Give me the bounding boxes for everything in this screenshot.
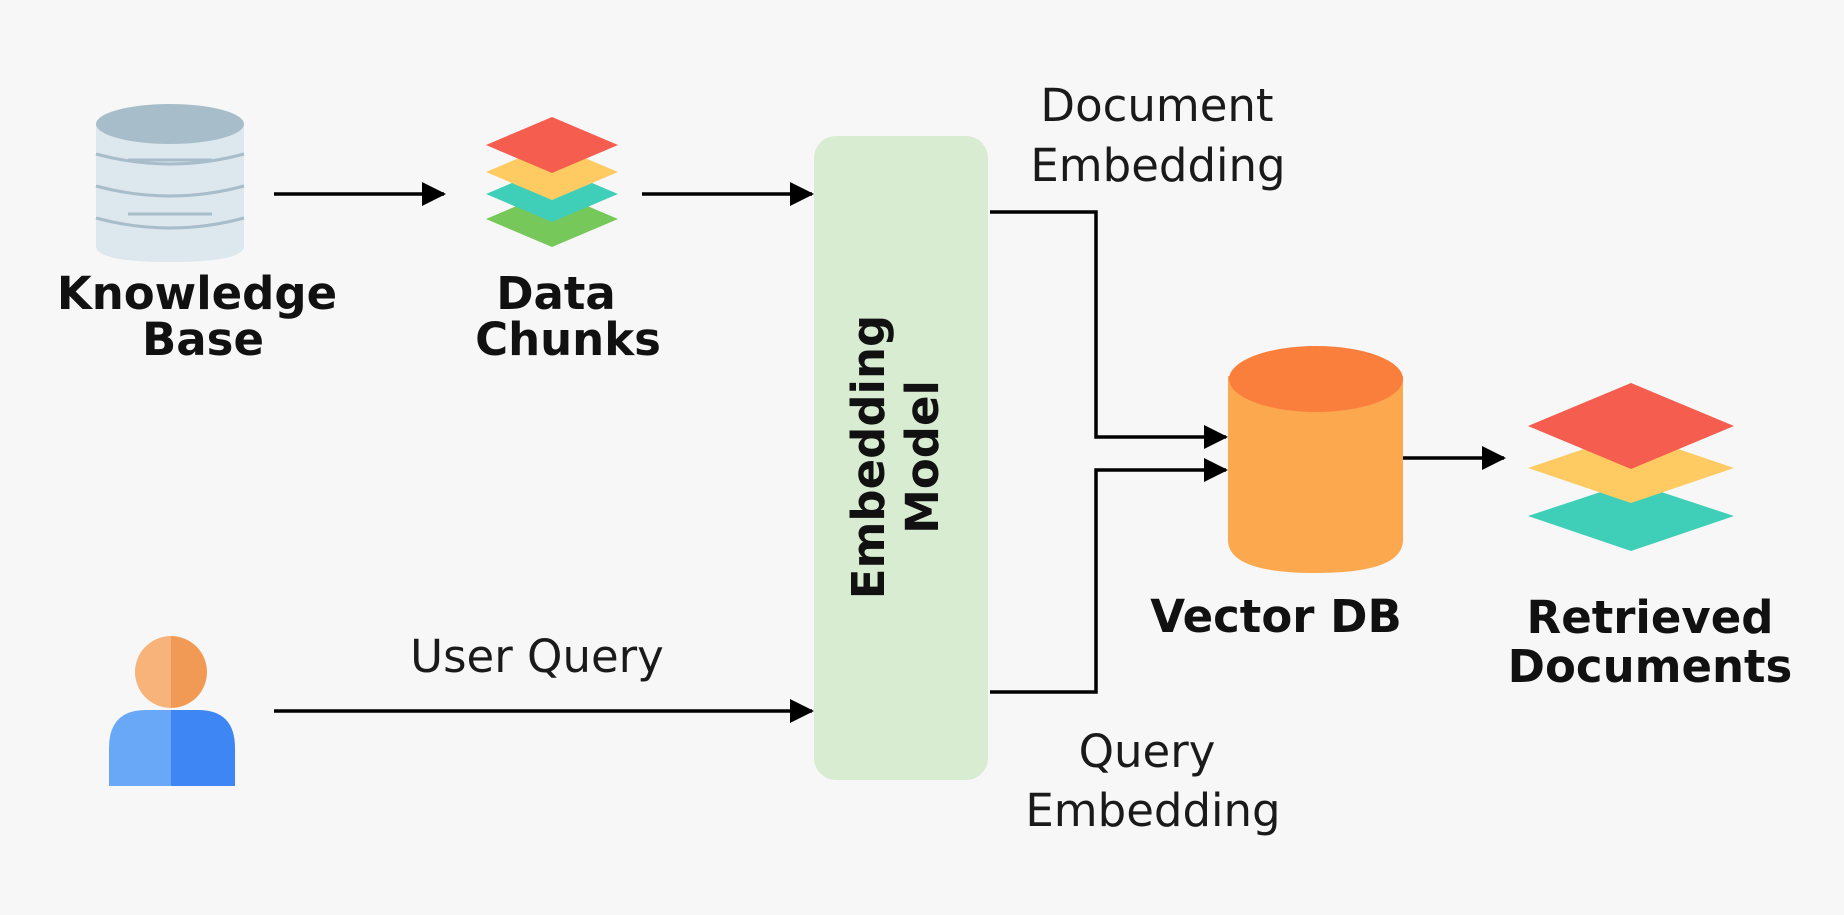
document-embedding-label-2: Embedding xyxy=(1030,139,1285,192)
user-icon xyxy=(109,636,235,786)
retrieved-documents-label: Retrieved xyxy=(1527,591,1774,644)
vector-db-label: Vector DB xyxy=(1150,590,1402,643)
vector-db-cylinder-icon xyxy=(1228,346,1403,573)
data-chunks-label: Data xyxy=(496,267,616,320)
data-chunks-label-2: Chunks xyxy=(475,313,661,366)
retrieved-layers-icon xyxy=(1528,383,1734,551)
user-query-label: User Query xyxy=(410,630,664,683)
arrow-query-embedding xyxy=(990,458,1228,694)
retrieved-documents-label-2: Documents xyxy=(1508,640,1793,693)
knowledge-base-label-2: Base xyxy=(142,313,264,366)
layers-icon xyxy=(486,117,618,247)
arrow-document-embedding xyxy=(990,210,1228,449)
query-embedding-label: Query xyxy=(1079,725,1216,778)
knowledge-base-label: Knowledge xyxy=(57,267,337,320)
document-embedding-label: Document xyxy=(1040,79,1273,132)
query-embedding-label-2: Embedding xyxy=(1025,784,1280,837)
database-icon xyxy=(95,104,245,262)
embedding-model-box xyxy=(814,136,988,780)
embedding-model-label: Embedding xyxy=(842,315,895,599)
embedding-model-label-2: Model xyxy=(896,380,949,534)
